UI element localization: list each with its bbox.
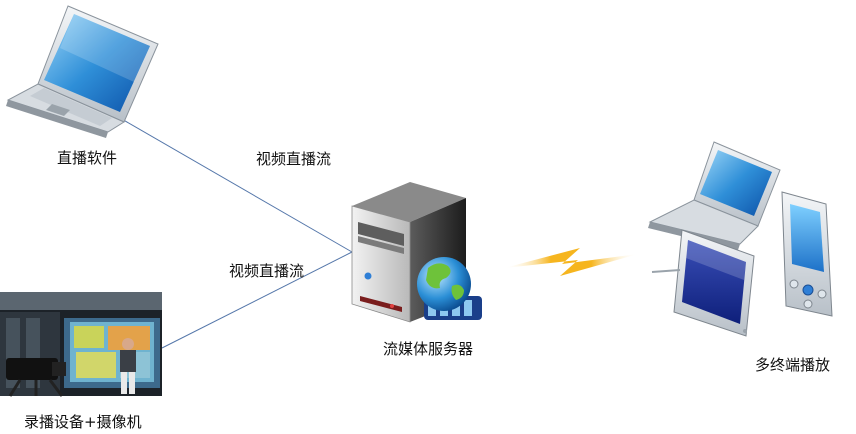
- multi-device-icon: [648, 141, 833, 337]
- laptop-icon: [6, 5, 159, 138]
- connection-line-camera-server: [161, 251, 353, 349]
- label-multi-terminal: 多终端播放: [755, 356, 831, 374]
- label-recording-camera: 录播设备+摄像机: [24, 413, 142, 431]
- globe-icon: [417, 257, 482, 320]
- label-video-stream-top: 视频直播流: [256, 150, 332, 168]
- label-streaming-server: 流媒体服务器: [383, 340, 474, 358]
- wireless-signal-icon: [504, 248, 638, 276]
- label-video-stream-bottom: 视频直播流: [229, 262, 305, 280]
- recording-studio-photo: [0, 292, 162, 397]
- label-live-software: 直播软件: [57, 149, 118, 167]
- connection-line-laptop-server: [119, 117, 353, 253]
